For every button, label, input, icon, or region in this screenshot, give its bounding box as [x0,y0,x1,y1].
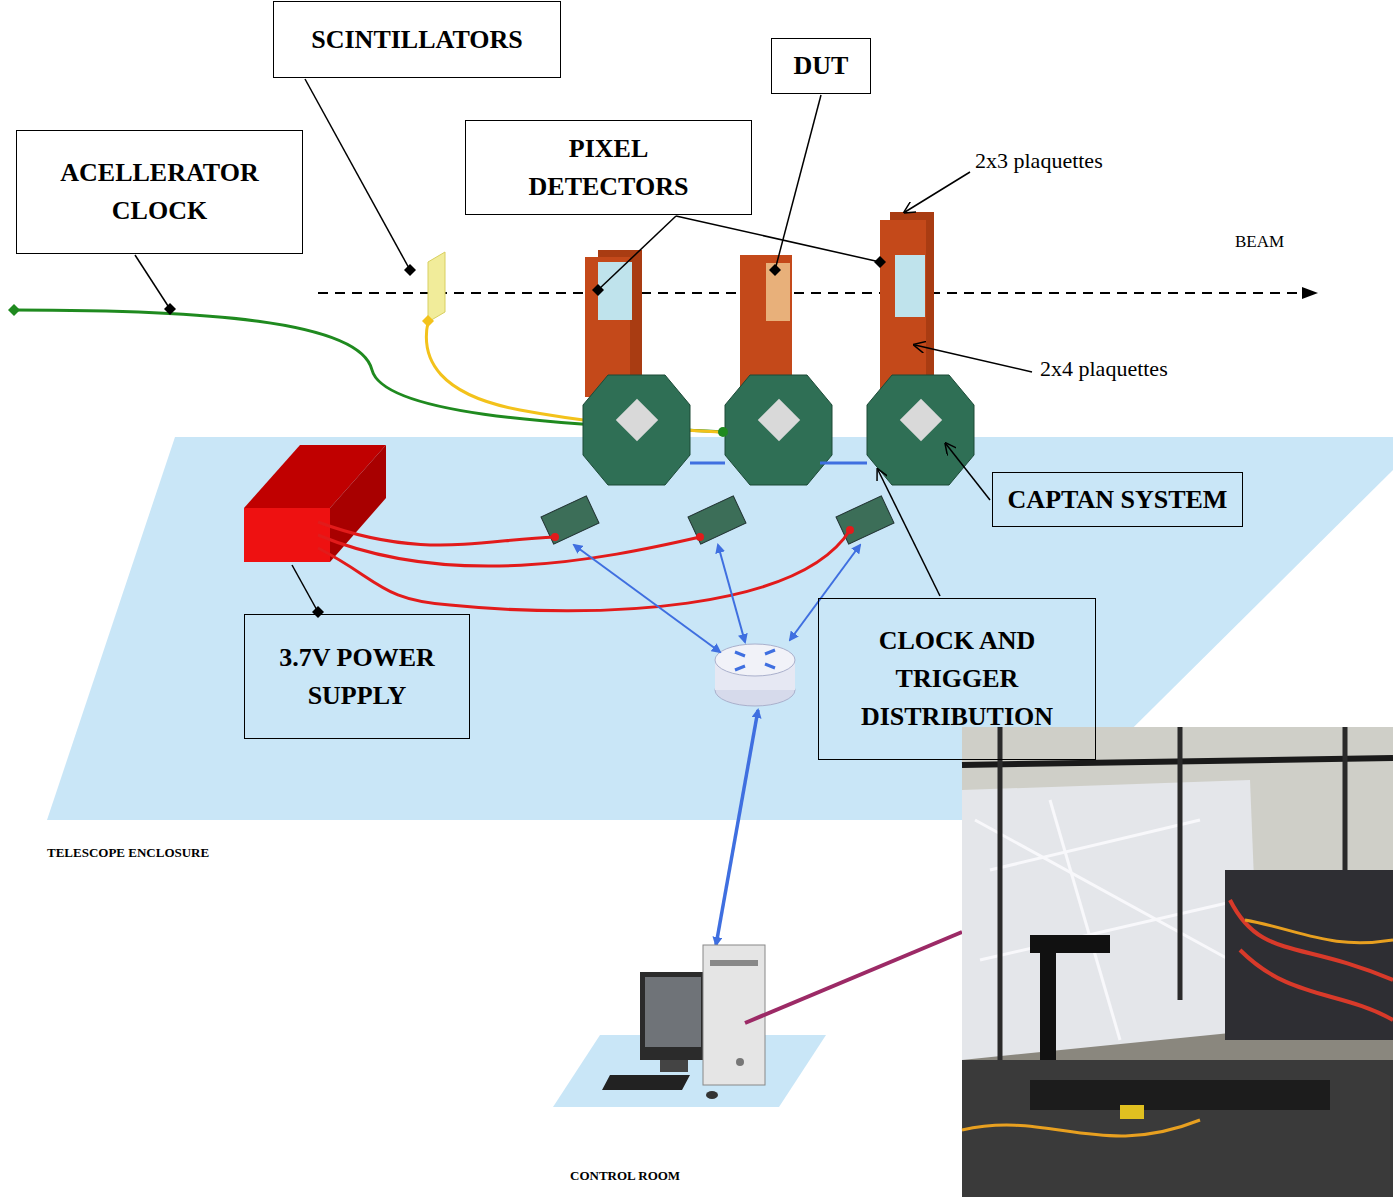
callout-text: DUT [794,47,849,85]
callout-box: 3.7V POWER SUPPLY [244,614,470,739]
part-label: BEAM [1235,232,1284,252]
enclosure-plane [47,437,1393,820]
callout-box: PIXEL DETECTORS [465,120,752,215]
callout-box: SCINTILLATORS [273,1,561,78]
callout-text: PIXEL DETECTORS [514,130,704,205]
beam-line [318,292,1316,294]
part-label: 2x3 plaquettes [975,148,1103,174]
power-cable [318,522,850,611]
callout-text: CLOCK AND TRIGGER DISTRIBUTION [842,622,1072,735]
area-label: TELESCOPE ENCLOSURE [47,845,209,861]
callout-box: CAPTAN SYSTEM [992,472,1243,527]
part-label: 2x4 plaquettes [1040,356,1168,382]
network-router [715,644,795,706]
callout-text: SCINTILLATORS [311,21,522,59]
scintillator [428,252,445,322]
computer [602,945,765,1099]
callout-box: DUT [771,38,871,94]
area-label: CONTROL ROOM [570,1168,680,1184]
captan-board [583,375,974,485]
callout-box: ACELLERATOR CLOCK [16,130,303,254]
setup-photo [962,727,1393,1197]
callout-box: CLOCK AND TRIGGER DISTRIBUTION [818,598,1096,760]
callout-text: ACELLERATOR CLOCK [50,154,270,229]
callout-text: CAPTAN SYSTEM [1008,481,1228,519]
callout-text: 3.7V POWER SUPPLY [262,639,452,714]
network-board [541,496,894,544]
